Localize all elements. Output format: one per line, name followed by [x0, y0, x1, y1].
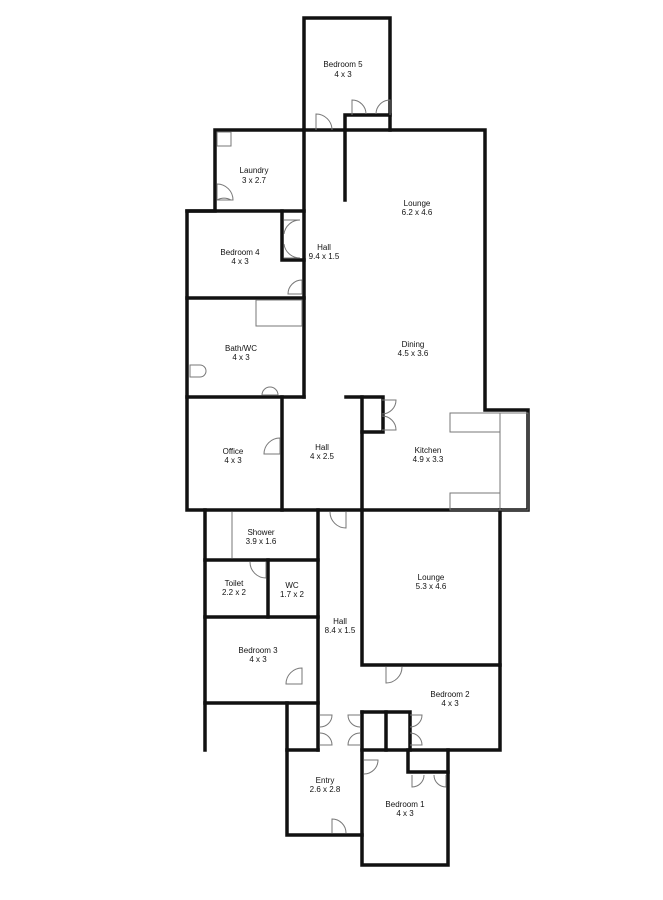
svg-text:9.4 x 1.5: 9.4 x 1.5: [309, 252, 340, 261]
svg-text:4 x 3: 4 x 3: [441, 699, 459, 708]
room-wc: WC1.7 x 2: [280, 581, 305, 599]
svg-text:4 x 2.5: 4 x 2.5: [310, 452, 335, 461]
svg-text:Hall: Hall: [315, 443, 329, 452]
room-bedroom-5: Bedroom 54 x 3: [323, 60, 363, 79]
svg-text:Bedroom 5: Bedroom 5: [323, 60, 363, 69]
svg-text:Shower: Shower: [247, 528, 274, 537]
svg-text:4 x 3: 4 x 3: [231, 257, 249, 266]
room-bedroom-1: Bedroom 14 x 3: [385, 800, 425, 818]
svg-text:Toilet: Toilet: [225, 579, 244, 588]
svg-text:4.5 x 3.6: 4.5 x 3.6: [398, 349, 429, 358]
svg-text:Hall: Hall: [333, 617, 347, 626]
svg-text:Hall: Hall: [317, 243, 331, 252]
room-bedroom-2: Bedroom 24 x 3: [430, 690, 470, 708]
svg-text:Lounge: Lounge: [404, 199, 431, 208]
toilet-icon: [189, 364, 207, 378]
walls: [185, 16, 530, 867]
svg-text:Laundry: Laundry: [240, 166, 269, 175]
svg-text:Office: Office: [223, 447, 244, 456]
svg-text:2.2 x 2: 2.2 x 2: [222, 588, 247, 597]
svg-text:Bedroom 1: Bedroom 1: [385, 800, 425, 809]
svg-text:Lounge: Lounge: [418, 573, 445, 582]
fixtures: [189, 131, 529, 558]
svg-text:5.3 x 4.6: 5.3 x 4.6: [416, 582, 447, 591]
svg-text:Kitchen: Kitchen: [415, 446, 442, 455]
svg-text:4 x 3: 4 x 3: [232, 353, 250, 362]
svg-text:Bedroom 2: Bedroom 2: [430, 690, 470, 699]
doors: [216, 99, 447, 834]
svg-text:Dining: Dining: [402, 340, 425, 349]
room-bedroom-3: Bedroom 34 x 3: [238, 646, 278, 664]
svg-text:3 x 2.7: 3 x 2.7: [242, 176, 267, 185]
room-bath-wc: Bath/WC4 x 3: [225, 344, 257, 362]
room-bedroom-4: Bedroom 44 x 3: [220, 248, 260, 266]
svg-text:4 x 3: 4 x 3: [396, 809, 414, 818]
svg-text:1.7 x 2: 1.7 x 2: [280, 590, 305, 599]
svg-text:WC: WC: [285, 581, 299, 590]
svg-text:6.2 x 4.6: 6.2 x 4.6: [402, 208, 433, 217]
svg-text:Bedroom 3: Bedroom 3: [238, 646, 278, 655]
svg-text:3.9 x 1.6: 3.9 x 1.6: [246, 537, 277, 546]
svg-text:Bath/WC: Bath/WC: [225, 344, 257, 353]
svg-text:4 x 3: 4 x 3: [224, 456, 242, 465]
svg-text:4 x 3: 4 x 3: [249, 655, 267, 664]
svg-text:4.9 x 3.3: 4.9 x 3.3: [413, 455, 444, 464]
svg-text:4 x 3: 4 x 3: [334, 70, 352, 79]
svg-text:Bedroom 4: Bedroom 4: [220, 248, 260, 257]
svg-text:2.6 x 2.8: 2.6 x 2.8: [310, 785, 341, 794]
svg-text:Entry: Entry: [316, 776, 335, 785]
svg-text:8.4 x 1.5: 8.4 x 1.5: [325, 626, 356, 635]
